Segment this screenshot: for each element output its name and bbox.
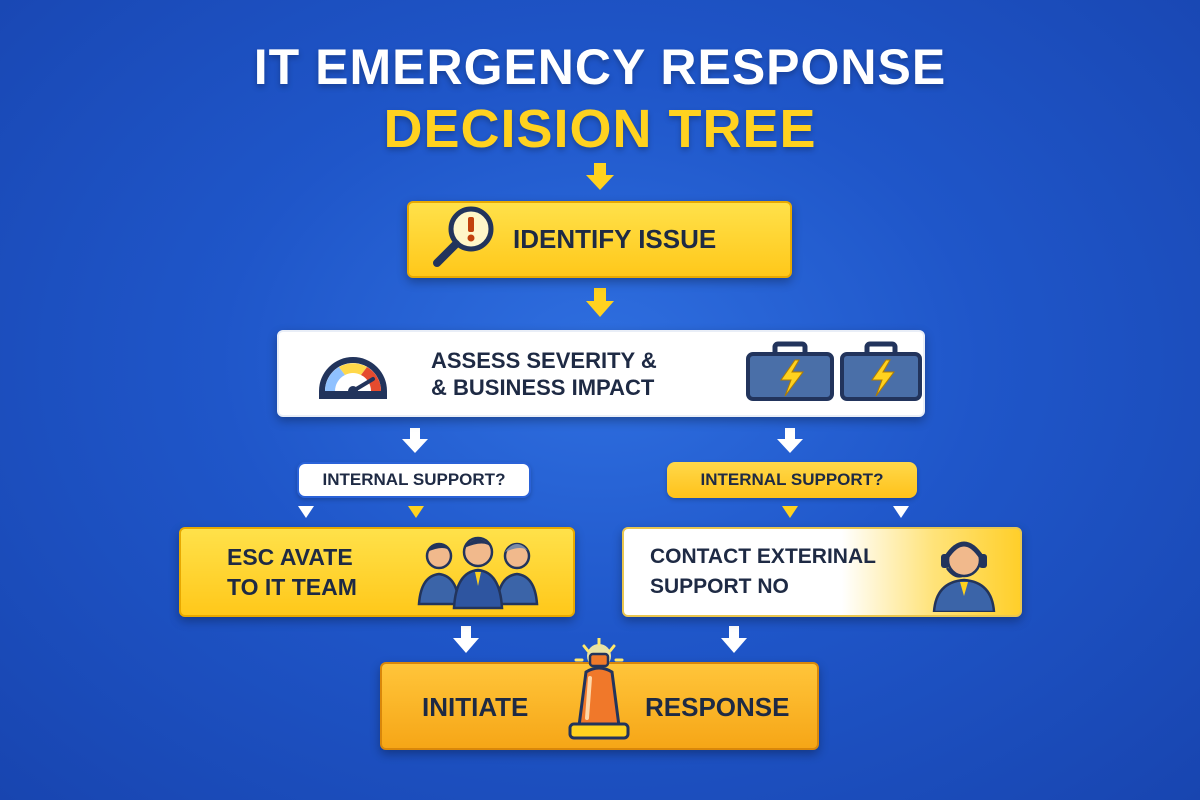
arrow-right-pill-down-2 [891, 504, 911, 520]
arrow-left-pill-down-1 [296, 504, 316, 520]
assess-line-1: ASSESS SEVERITY & [431, 347, 657, 373]
identify-issue-label: IDENTIFY ISSUE [513, 224, 717, 254]
arrow-assess-to-left [400, 428, 430, 454]
contact-line-1: CONTACT EXTERINAL [650, 545, 876, 568]
arrow-contact-to-initiate [719, 626, 749, 654]
escalate-line-1: ESC AVATE [227, 544, 353, 570]
decision-internal-support-right: INTERNAL SUPPORT? [667, 462, 917, 498]
escalate-label: ESC AVATE TO IT TEAM [227, 542, 397, 602]
headset-agent-icon [926, 528, 1002, 617]
arrow-identify-to-assess [584, 288, 616, 318]
arrow-esc-to-initiate [451, 626, 481, 654]
assess-severity-node: ASSESS SEVERITY & & BUSINESS IMPACT [277, 330, 925, 417]
arrow-right-pill-down-1 [780, 504, 800, 520]
contact-external-support-node: CONTACT EXTERINAL SUPPORT NO [622, 527, 1022, 617]
identify-issue-node: IDENTIFY ISSUE [407, 201, 792, 278]
alarm-bell-icon [554, 636, 644, 753]
decision-internal-support-left: INTERNAL SUPPORT? [297, 462, 531, 498]
contact-line-2: SUPPORT NO [650, 575, 789, 598]
assess-line-2: & BUSINESS IMPACT [431, 374, 655, 400]
initiate-label: INITIATE [422, 692, 529, 722]
contact-label: CONTACT EXTERINAL SUPPORT NO [650, 542, 900, 602]
gauge-icon [313, 339, 393, 408]
assess-severity-label: ASSESS SEVERITY & & BUSINESS IMPACT [431, 347, 685, 401]
escalate-line-2: TO IT TEAM [227, 574, 357, 600]
briefcase-lightning-icon [745, 340, 835, 407]
arrow-title-to-identify [584, 163, 616, 191]
arrow-left-pill-down-2 [406, 504, 426, 520]
escalate-it-team-node: ESC AVATE TO IT TEAM [179, 527, 575, 617]
title-line-1: IT EMERGENCY RESPONSE [253, 39, 947, 95]
team-people-icon [409, 530, 549, 615]
response-label: RESPONSE [645, 692, 790, 722]
magnifier-warning-icon [431, 203, 499, 276]
briefcase-lightning-icon [839, 340, 923, 407]
initiate-response-node: INITIATE RESPONSE [380, 636, 819, 750]
arrow-assess-to-right [775, 428, 805, 454]
title-line-2: DECISION TREE [383, 99, 817, 159]
